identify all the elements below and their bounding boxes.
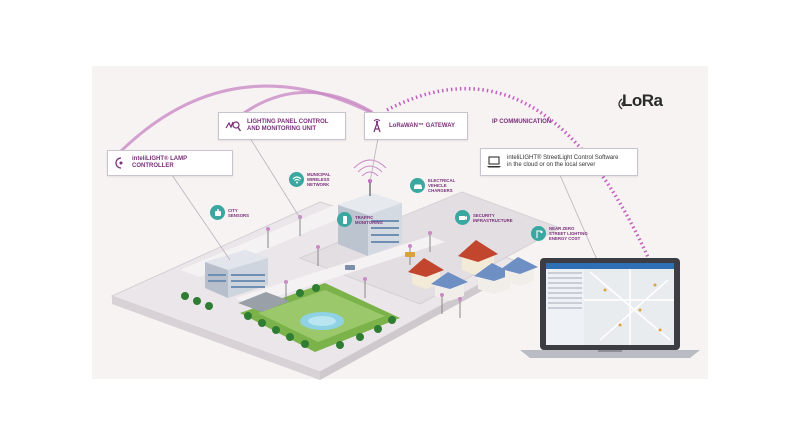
- wireless-network-label: MUNICIPAL WIRELESS NETWORK: [307, 172, 331, 187]
- callout-software: inteliLIGHT® StreetLight Control Softwar…: [480, 148, 638, 176]
- traffic-monitoring-label: TRAFFIC MONITORING: [355, 214, 383, 225]
- parking-lot: [238, 292, 290, 312]
- street-light-icon: [535, 229, 543, 238]
- arc-panel-to-gateway: [236, 90, 373, 120]
- near-zero-label: NEAR ZERO STREET LIGHTING ENERGY COST: [549, 226, 588, 241]
- lora-signal-icon: [618, 98, 624, 110]
- lamp-controller-icon: [115, 157, 123, 169]
- ground-edge-right: [320, 262, 520, 380]
- gateway-label: LoRaWAN™ GATEWAY: [389, 122, 456, 129]
- bubble-traffic-monitoring: TRAFFIC MONITORING: [337, 212, 383, 227]
- bubble-security: SECURITY INFRASTRUCTURE: [455, 210, 513, 225]
- bubble-city-sensors: CITY SENSORS: [210, 205, 249, 220]
- laptop-icon: [487, 156, 501, 168]
- security-label: SECURITY INFRASTRUCTURE: [473, 212, 513, 223]
- road-2: [235, 236, 445, 305]
- bubble-ev-chargers: ELECTRICAL VEHICLE CHARGERS: [410, 178, 455, 193]
- lamp-controller-label: inteliLIGHT® LAMP CONTROLLER: [132, 156, 187, 169]
- panel-monitoring-icon: [225, 121, 241, 132]
- bubble-wireless-network: MUNICIPAL WIRELESS NETWORK: [289, 172, 331, 187]
- arc-lamp-to-gateway: [113, 84, 379, 159]
- ip-communication-label: IP COMMUNICATION: [492, 119, 552, 125]
- callout-gateway: LoRaWAN™ GATEWAY: [364, 112, 468, 140]
- sensor-icon: [214, 208, 221, 216]
- lamp-signals: [266, 215, 462, 301]
- park-trees: [181, 284, 396, 349]
- bubble-near-zero: NEAR ZERO STREET LIGHTING ENERGY COST: [531, 226, 588, 241]
- traffic-light-icon: [342, 215, 347, 224]
- city-sensors-label: CITY SENSORS: [228, 207, 250, 218]
- vehicle: [405, 252, 415, 257]
- vehicle-2: [345, 265, 355, 270]
- street-lamps: [267, 218, 461, 318]
- ev-chargers-label: ELECTRICAL VEHICLE CHARGERS: [428, 178, 456, 193]
- camera-icon: [458, 215, 467, 220]
- gateway-tower-icon: [373, 119, 381, 133]
- ground-edge-left: [112, 296, 320, 380]
- houses: [408, 240, 538, 301]
- laptop: [520, 258, 700, 358]
- lighting-panel-label: LIGHTING PANEL CONTROL AND MONITORING UN…: [247, 119, 329, 132]
- software-label: inteliLIGHT® StreetLight Control Softwar…: [507, 155, 619, 168]
- wifi-icon: [292, 175, 301, 183]
- callout-lamp-controller: inteliLIGHT® LAMP CONTROLLER: [107, 150, 233, 176]
- lora-logo-text: LoRa: [622, 91, 663, 110]
- callout-lighting-panel: LIGHTING PANEL CONTROL AND MONITORING UN…: [218, 112, 346, 140]
- lora-logo: LoRa: [618, 91, 663, 111]
- car-icon: [413, 184, 422, 189]
